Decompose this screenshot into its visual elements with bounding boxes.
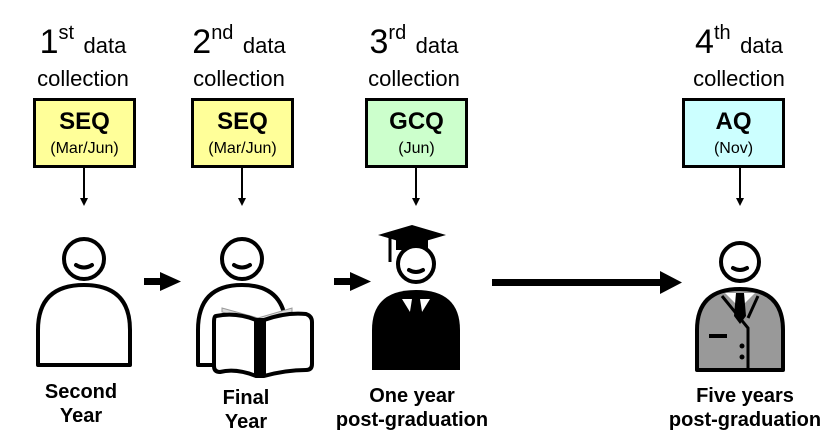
label-line-2: Year xyxy=(224,411,268,433)
professional-in-suit-icon xyxy=(695,241,785,372)
person-icon xyxy=(36,237,132,367)
label-line-2: Year xyxy=(59,405,103,427)
stage-3-heading: 3rd data collection xyxy=(344,14,484,92)
questionnaire-timing: (Jun) xyxy=(398,140,435,157)
right-arrow-2 xyxy=(334,272,371,291)
stage-1-questionnaire-box: SEQ (Mar/Jun) xyxy=(33,98,136,168)
label-line-1: One year xyxy=(369,385,455,407)
questionnaire-code: GCQ xyxy=(389,108,444,135)
stage-4-ordinal: 4th data xyxy=(695,22,783,61)
right-arrow-long xyxy=(492,271,682,294)
down-arrow-3 xyxy=(412,168,420,206)
stage-3-label: One year post-graduation xyxy=(312,384,512,432)
stage-4-heading: 4th data collection xyxy=(669,14,809,92)
stage-4-questionnaire-box: AQ (Nov) xyxy=(682,98,785,168)
questionnaire-code: SEQ xyxy=(59,108,110,135)
label-line-1: Five years xyxy=(696,385,794,407)
stage-4-label: Five years post-graduation xyxy=(645,384,839,432)
stage-1-label: Second Year xyxy=(0,380,181,428)
down-arrow-4 xyxy=(736,168,744,206)
stage-4-collection-word: collection xyxy=(693,66,785,91)
down-arrow-1 xyxy=(80,168,88,206)
stage-3-collection-word: collection xyxy=(368,66,460,91)
stage-2-heading: 2nd data collection xyxy=(169,14,309,92)
stage-1-ordinal: 1st data xyxy=(39,22,127,61)
stage-2-ordinal: 2nd data xyxy=(192,22,286,61)
stage-2-collection-word: collection xyxy=(193,66,285,91)
stage-1-heading: 1st data collection xyxy=(13,14,153,92)
questionnaire-timing: (Mar/Jun) xyxy=(208,140,277,157)
label-line-2: post-graduation xyxy=(335,409,489,431)
questionnaire-code: SEQ xyxy=(217,108,268,135)
stage-2-label: Final Year xyxy=(146,386,346,434)
label-line-1: Second xyxy=(44,381,118,403)
label-line-1: Final xyxy=(222,387,270,409)
graduate-icon xyxy=(372,225,460,370)
book-icon xyxy=(212,307,314,378)
stage-1-collection-word: collection xyxy=(37,66,129,91)
questionnaire-timing: (Nov) xyxy=(713,140,754,157)
stage-3-ordinal: 3rd data xyxy=(369,22,459,61)
down-arrow-2 xyxy=(238,168,246,206)
questionnaire-code: AQ xyxy=(715,108,752,135)
questionnaire-timing: (Mar/Jun) xyxy=(50,140,119,157)
stage-3-questionnaire-box: GCQ (Jun) xyxy=(365,98,468,168)
right-arrow-1 xyxy=(144,272,181,291)
label-line-2: post-graduation xyxy=(668,409,822,431)
person-reading-book-icon xyxy=(196,237,314,378)
stage-2-questionnaire-box: SEQ (Mar/Jun) xyxy=(191,98,294,168)
